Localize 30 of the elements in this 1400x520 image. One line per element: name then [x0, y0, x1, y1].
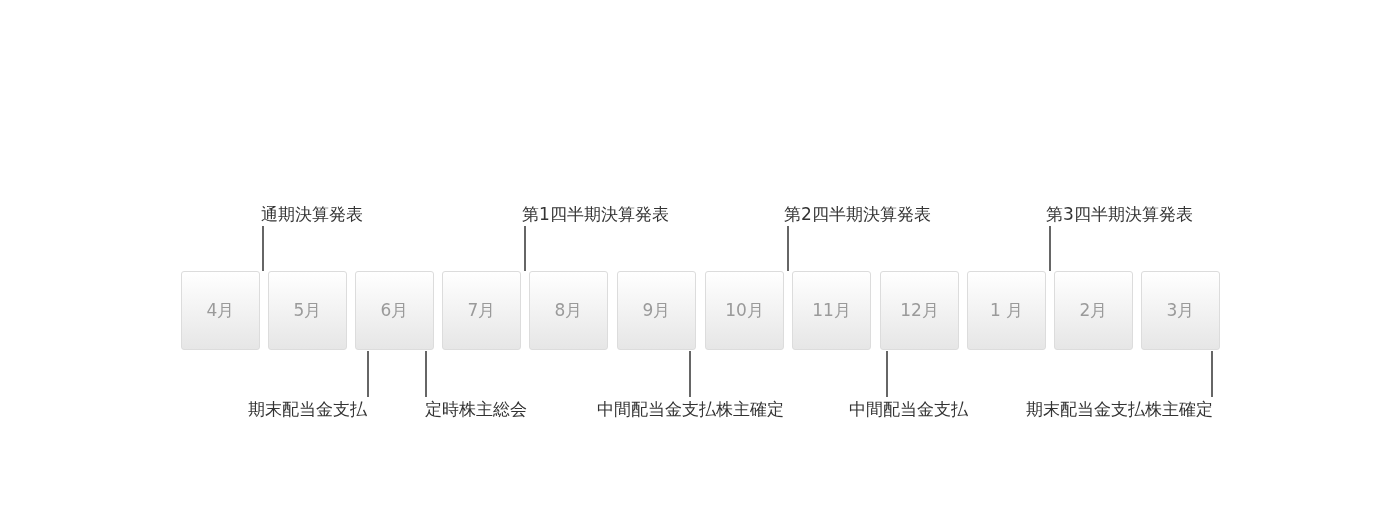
event-label: 中間配当金支払株主確定	[596, 399, 784, 419]
month-box: 7月	[442, 271, 521, 350]
month-box: 4月	[181, 271, 260, 350]
month-box: 11月	[792, 271, 871, 350]
leader-line	[425, 350, 427, 398]
event-label: 通期決算発表	[261, 204, 363, 224]
event-label: 第1四半期決算発表	[522, 204, 669, 224]
event-label: 期末配当金支払	[248, 399, 367, 419]
leader-line	[1211, 350, 1213, 398]
event-label: 第3四半期決算発表	[1046, 204, 1193, 224]
event-label: 定時株主総会	[425, 399, 527, 419]
leader-line	[689, 350, 691, 398]
event-label: 中間配当金支払	[848, 399, 968, 419]
month-box: 10月	[705, 271, 784, 350]
month-box: 12月	[880, 271, 959, 350]
month-box: 6月	[355, 271, 434, 350]
month-box: 3月	[1141, 271, 1220, 350]
leader-line	[787, 225, 789, 272]
leader-line	[524, 225, 526, 272]
event-label: 期末配当金支払株主確定	[1026, 399, 1213, 419]
leader-line	[886, 350, 888, 398]
event-label: 第2四半期決算発表	[784, 204, 931, 224]
month-box: 8月	[529, 271, 608, 350]
month-box: 2月	[1054, 271, 1133, 350]
leader-line	[367, 350, 369, 398]
month-box: 1 月	[967, 271, 1046, 350]
month-box: 9月	[617, 271, 696, 350]
leader-line	[262, 225, 264, 272]
month-box: 5月	[268, 271, 347, 350]
leader-line	[1049, 225, 1051, 272]
